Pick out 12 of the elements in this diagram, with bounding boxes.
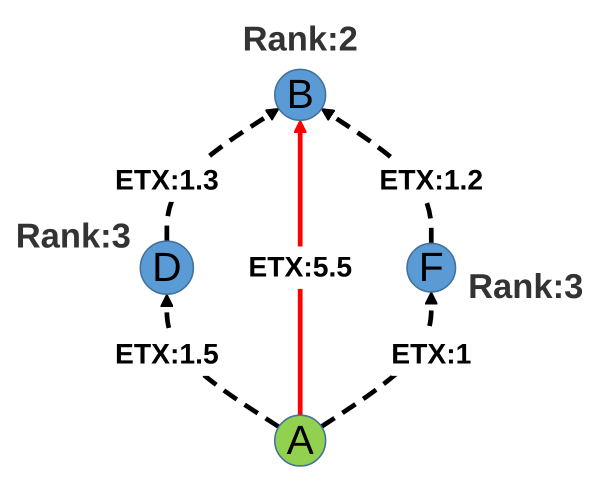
edge-label: ETX:1.2	[379, 164, 484, 196]
edge-label: ETX:1	[391, 338, 472, 370]
rank-label: Rank:2	[242, 20, 358, 59]
node-circle: D	[140, 240, 194, 296]
edge-label: ETX:5.5	[248, 251, 352, 283]
edge-label: ETX:1.3	[114, 164, 219, 196]
node-circle: B	[274, 68, 326, 122]
edge-label: ETX:1.5	[114, 338, 219, 370]
node-circle: F	[406, 242, 456, 293]
rank-label: Rank:3	[16, 217, 131, 256]
rank-label: Rank:3	[468, 268, 584, 306]
node-circle: A	[274, 414, 326, 467]
